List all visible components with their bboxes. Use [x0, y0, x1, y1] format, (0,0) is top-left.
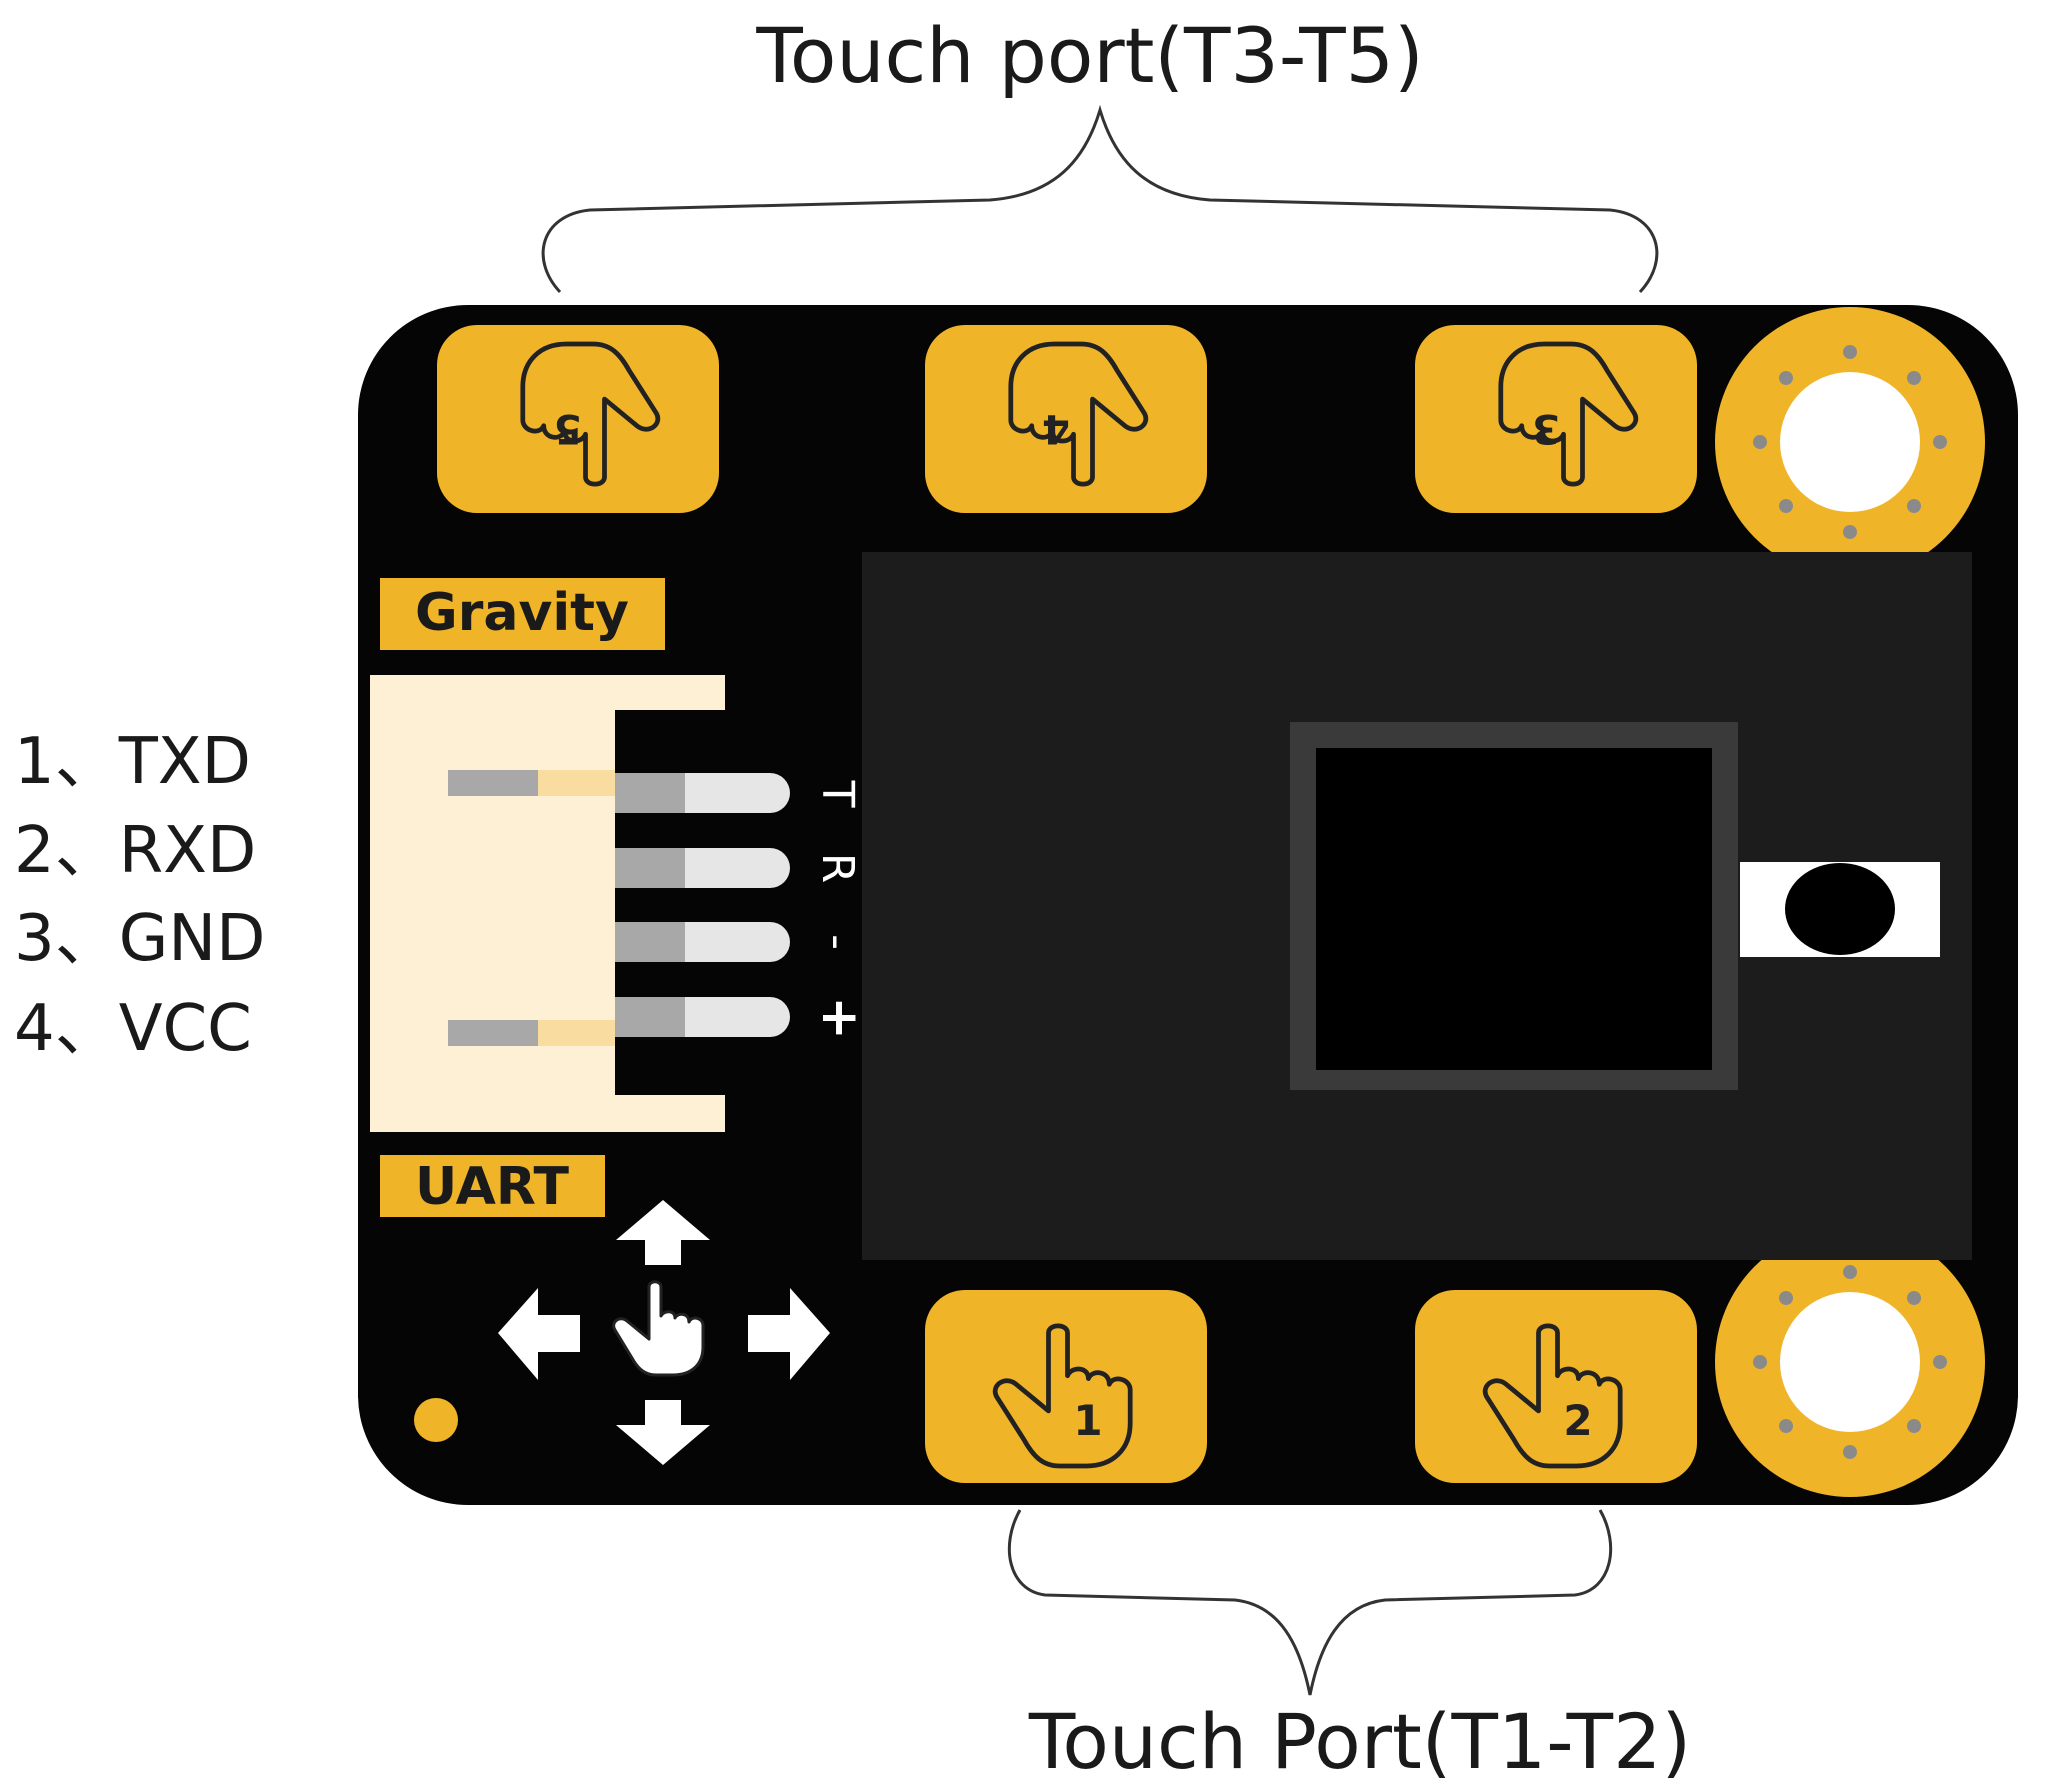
- pad-number: 1: [1073, 1396, 1102, 1445]
- pin-label-rxd: 2、RXD: [14, 814, 256, 888]
- silk-pin-vcc: +: [810, 996, 870, 1040]
- indicator-led: [1785, 863, 1895, 955]
- uart-label: UART: [415, 1157, 570, 1217]
- arrow-up-icon: [616, 1200, 710, 1265]
- header-pins: [615, 773, 790, 1037]
- bottom-port-caption: Touch Port(T1-T2): [1028, 1697, 1691, 1786]
- touch-pad-2[interactable]: 2: [1415, 1290, 1697, 1483]
- bottom-brace: [1007, 1509, 1613, 1696]
- sensor-chip: [1316, 748, 1712, 1070]
- touch-pad-5[interactable]: 5: [437, 325, 719, 513]
- pad-number: 2: [1563, 1396, 1592, 1445]
- top-port-caption: Touch port(T3-T5): [755, 11, 1423, 100]
- gravity-label-box: [380, 578, 665, 650]
- arrow-left-icon: [498, 1288, 580, 1380]
- touch-pad-4[interactable]: 4: [925, 325, 1207, 513]
- silk-pin-t: T: [812, 780, 863, 808]
- touch-pad-1[interactable]: 1: [925, 1290, 1207, 1483]
- silk-dot: [414, 1398, 458, 1442]
- arrow-right-icon: [748, 1288, 830, 1380]
- mounting-hole-bottom: [1715, 1227, 1985, 1497]
- silk-pin-gnd: -: [812, 934, 863, 950]
- pad-number: 5: [554, 405, 582, 451]
- pad-number: 3: [1532, 405, 1560, 451]
- gravity-label: Gravity: [415, 583, 629, 643]
- silk-pin-r: R: [812, 853, 863, 884]
- arrow-down-icon: [616, 1400, 710, 1465]
- pin-label-txd: 1、TXD: [14, 725, 251, 799]
- pin-label-gnd: 3、GND: [14, 902, 265, 976]
- pad-number: 4: [1042, 405, 1070, 451]
- mounting-hole-top: [1715, 307, 1985, 577]
- uart-label-box: [380, 1155, 605, 1217]
- pin-label-vcc: 4、VCC: [14, 992, 252, 1066]
- uart-connector: [370, 675, 725, 1132]
- direction-indicator: [498, 1200, 830, 1465]
- top-brace: [541, 104, 1659, 294]
- touch-pad-3[interactable]: 3: [1415, 325, 1697, 513]
